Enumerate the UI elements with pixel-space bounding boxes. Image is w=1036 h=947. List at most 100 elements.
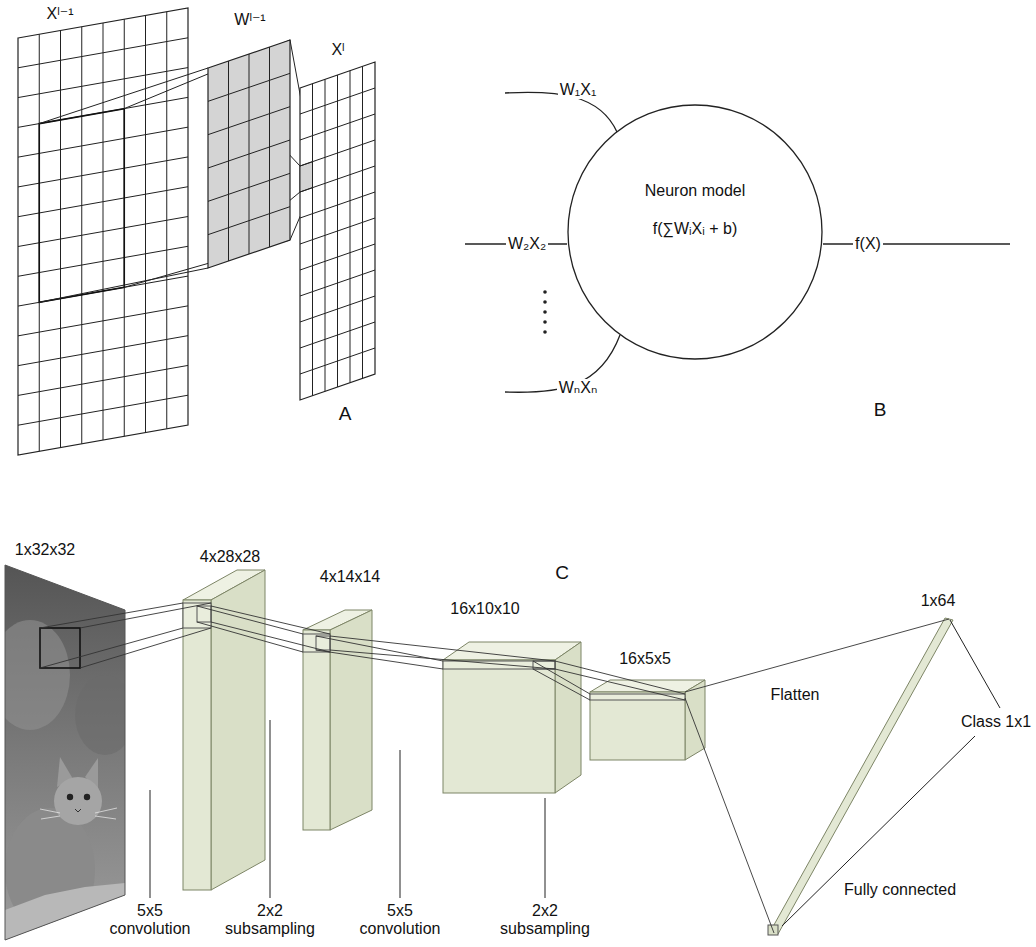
size-heading: 16x10x10 [450, 600, 519, 618]
grid-line [18, 365, 188, 395]
symbol-label: Xˡ [331, 41, 344, 59]
dot [543, 330, 547, 334]
panel-letter: C [555, 562, 569, 584]
neuron-label: Neuron model [645, 182, 746, 200]
box-top [443, 642, 581, 660]
output-cell [300, 162, 313, 192]
class-line [782, 736, 975, 926]
neuron-outline [568, 105, 822, 359]
conv-grids [18, 8, 375, 455]
size-heading: 1x64 [921, 592, 956, 610]
node-shape [590, 680, 705, 760]
cat-photo [0, 565, 135, 945]
cat-body [5, 808, 95, 932]
kernel-grid [208, 40, 290, 268]
node-shape [5, 565, 125, 940]
class-line [950, 620, 1000, 708]
operation-label: 2x2 subsampling [495, 902, 595, 939]
size-heading: 1x32x32 [15, 541, 76, 559]
grid-line [208, 107, 290, 135]
weight-label: W₁X₁ [558, 81, 599, 99]
operation-label: 5x5 convolution [350, 902, 450, 939]
cat-ear [57, 757, 73, 787]
grid-line [300, 114, 375, 140]
size-heading: 4x28x28 [200, 548, 261, 566]
grid-line [208, 207, 290, 235]
operation-label: Fully connected [844, 881, 956, 899]
box-side [211, 570, 265, 890]
cat-whiskers [40, 808, 117, 819]
feature-map-box: 4x28x28 [183, 570, 265, 890]
receptive-field [39, 109, 124, 303]
box-patch [316, 636, 330, 650]
grid-line [18, 157, 188, 187]
box-side [555, 642, 581, 793]
projection-line [39, 268, 208, 302]
operation-label: 2x2 subsampling [220, 902, 320, 939]
dot [543, 290, 547, 294]
dot [543, 310, 547, 314]
grid-line [300, 218, 375, 244]
grid-line [18, 187, 188, 217]
grid-line [300, 270, 375, 296]
neuron-label: f(∑WᵢXᵢ + b) [653, 220, 737, 238]
photo-ground [5, 565, 125, 940]
cat-nose [75, 809, 81, 812]
box-patch [533, 661, 555, 669]
panel-letter: B [874, 399, 887, 421]
box-patch [303, 634, 330, 652]
box-front [183, 600, 211, 890]
grid-line [300, 348, 375, 374]
grid-line [208, 173, 290, 201]
box-side [685, 680, 705, 760]
photo-rock [5, 883, 125, 945]
grid-line [300, 296, 375, 322]
feature-map-box: 16x10x10 [443, 642, 581, 793]
projection-line [533, 661, 685, 700]
cat-head [54, 777, 102, 825]
grid-line [300, 244, 375, 270]
node-shape [183, 570, 265, 890]
output-line [823, 243, 1010, 244]
grid-line [300, 88, 375, 114]
feature-map-box: 4x14x14 [303, 610, 372, 830]
operation-label: Flatten [771, 686, 820, 704]
cat-ear [85, 758, 98, 789]
grid-line [18, 395, 188, 425]
leader-line [400, 750, 401, 898]
class-label: Class 1x1 [961, 713, 1031, 731]
feature-map-box: 16x5x5 [590, 680, 705, 760]
operation-label: 5x5 convolution [100, 902, 200, 939]
node-shape [303, 610, 372, 830]
projection-line [40, 603, 211, 668]
projection-line [316, 636, 555, 669]
grid-line [18, 246, 188, 276]
neuron-circle: Neuron model f(∑WᵢXᵢ + b) [567, 104, 823, 360]
grid-line [208, 140, 290, 168]
cat-eye [84, 794, 90, 800]
weight-label: WₙXₙ [557, 379, 600, 397]
photo-blur [0, 620, 70, 730]
photo-border [5, 565, 125, 940]
output-grid [300, 62, 375, 400]
box-patch [197, 606, 211, 622]
box-top [183, 570, 265, 600]
box-front [443, 660, 555, 793]
symbol-label: Wˡ⁻¹ [234, 11, 265, 29]
grid-line [18, 306, 188, 336]
box-front [590, 692, 685, 760]
output-label: f(X) [853, 235, 883, 253]
dot [543, 300, 547, 304]
grid-line [300, 166, 375, 192]
leader-line [270, 720, 271, 898]
box-patch [183, 603, 211, 628]
input-image: 1x32x32 [5, 565, 125, 940]
weight-label: W₂X₂ [506, 235, 548, 253]
box-front [303, 630, 330, 830]
input-grid [18, 8, 188, 455]
size-heading: 16x5x5 [619, 650, 671, 668]
panel-letter: A [339, 403, 352, 425]
size-heading: 4x14x14 [320, 568, 381, 586]
